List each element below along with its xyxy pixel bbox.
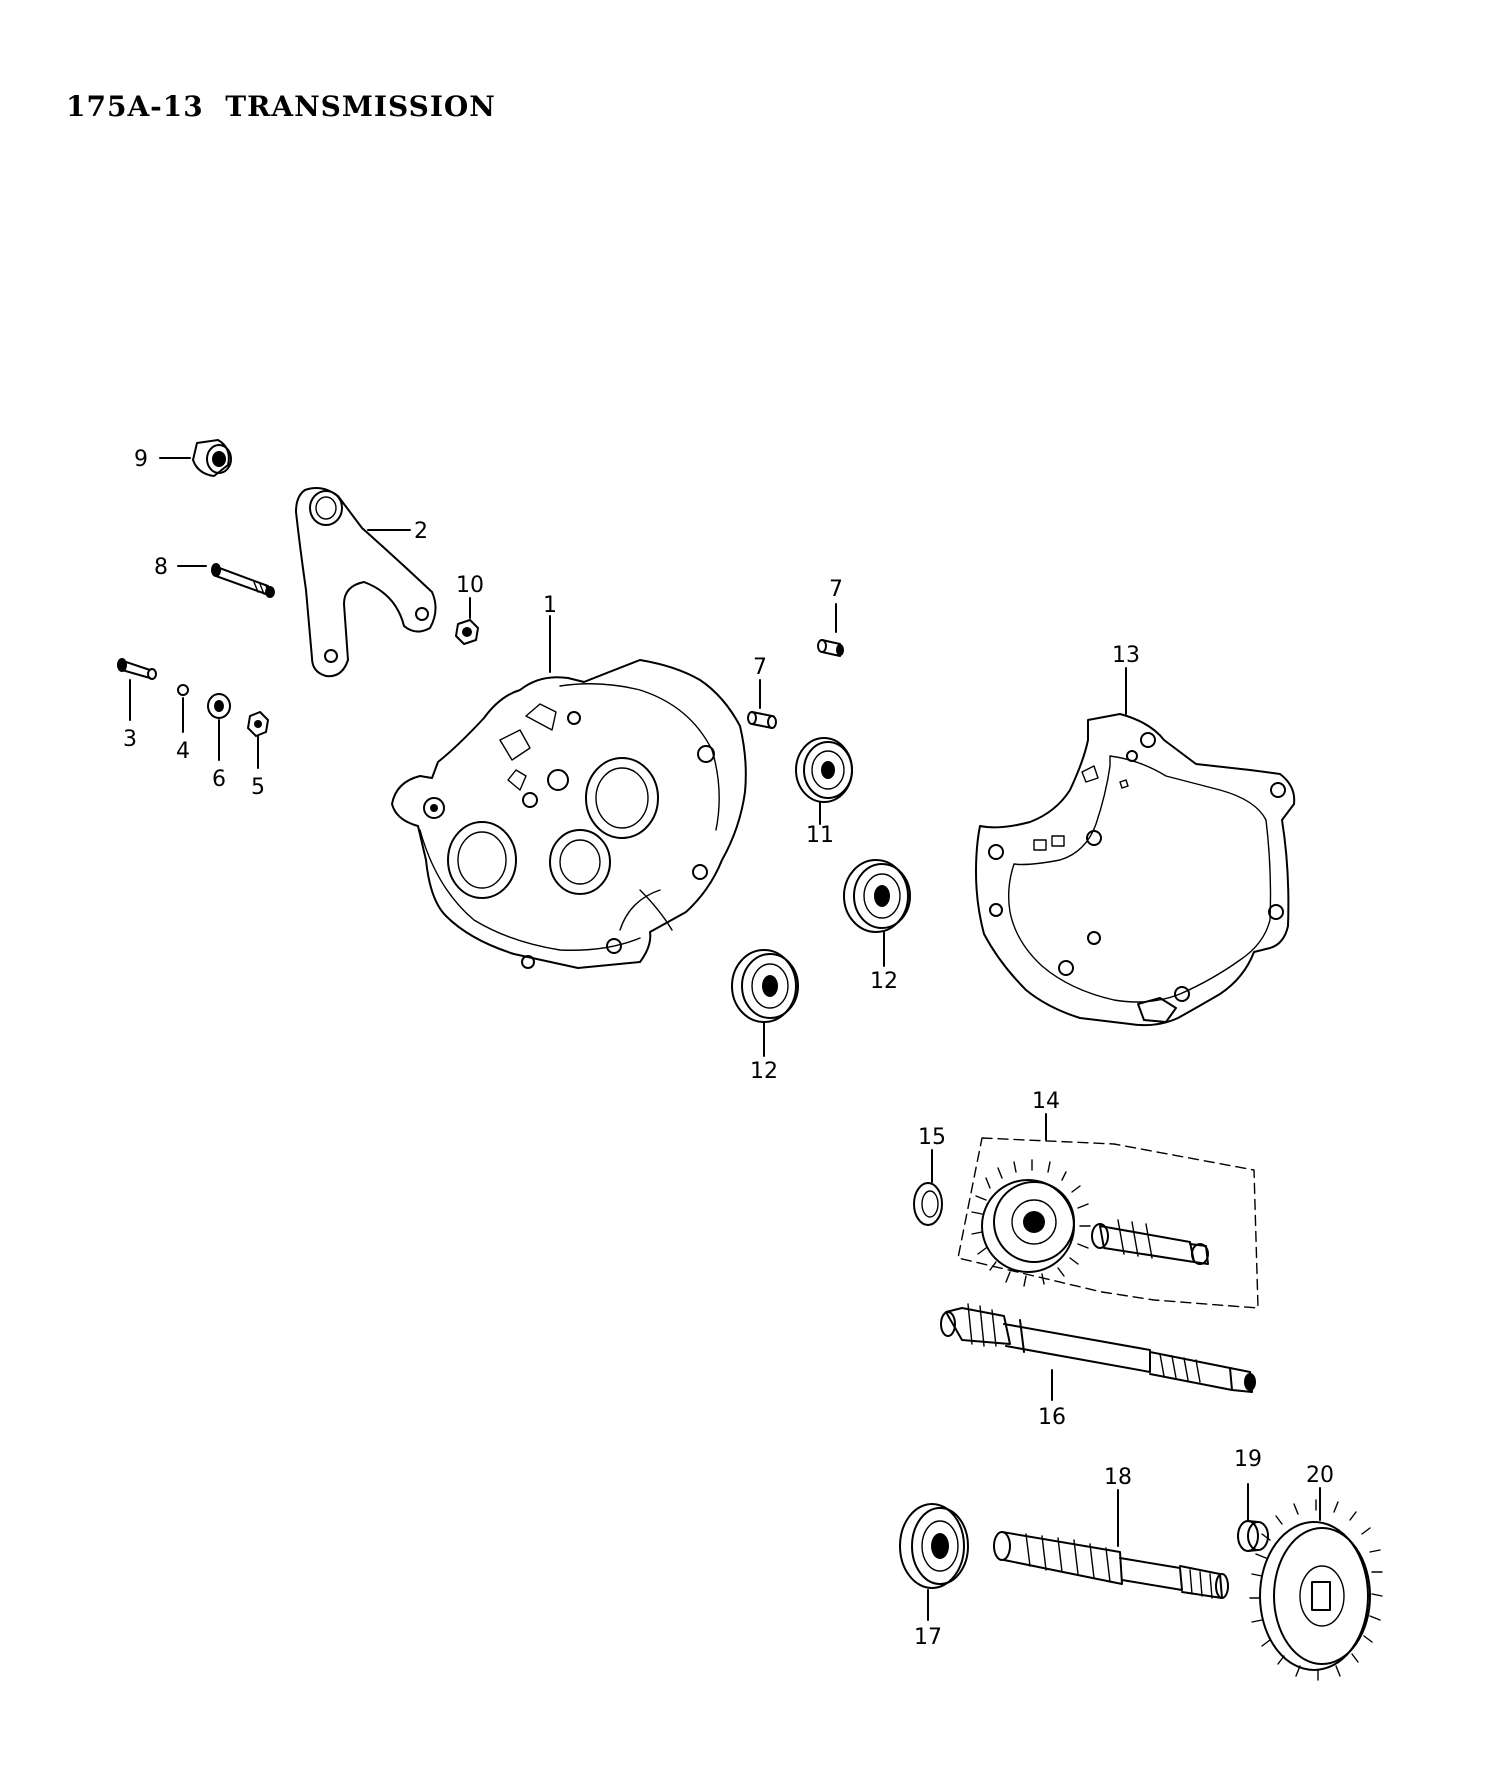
part-10-nut (455, 619, 479, 645)
part-6-washer (207, 693, 231, 719)
leader-lines (129, 457, 1321, 1621)
callout-6: 6 (212, 767, 226, 792)
part-2-release-fork (295, 487, 437, 678)
part-12-bearing-right (843, 859, 911, 933)
part-7-dowel-upper (817, 639, 844, 657)
callout-labels: 9 2 8 10 1 7 7 13 3 4 6 5 11 12 12 14 15… (123, 447, 1334, 1650)
part-17-bearing (899, 1503, 969, 1589)
callout-5: 5 (251, 775, 265, 800)
callout-11: 11 (806, 823, 834, 848)
part-3-bolt (117, 658, 157, 680)
part-19-spacer (1237, 1520, 1269, 1552)
callout-14: 14 (1032, 1089, 1060, 1114)
callout-12-right: 12 (870, 969, 898, 994)
callout-4: 4 (176, 739, 190, 764)
callout-2: 2 (414, 519, 428, 544)
callout-7-lower: 7 (753, 655, 767, 680)
part-13-gasket (975, 713, 1296, 1027)
callout-10: 10 (456, 573, 484, 598)
callout-9: 9 (134, 447, 148, 472)
part-16-input-shaft (940, 1303, 1256, 1393)
part-14-gear-assembly (957, 1137, 1259, 1309)
part-7-dowel-lower (747, 711, 777, 729)
part-11-bearing (795, 737, 853, 803)
part-12-bearing-left (731, 949, 799, 1023)
callout-15: 15 (918, 1125, 946, 1150)
callout-17: 17 (914, 1625, 942, 1650)
callout-1: 1 (543, 593, 557, 618)
part-9-bushing (192, 439, 232, 477)
part-5-nut (247, 711, 269, 737)
callout-18: 18 (1104, 1465, 1132, 1490)
callout-12-left: 12 (750, 1059, 778, 1084)
page-title: 175A-13 TRANSMISSION (66, 90, 496, 123)
part-20-gear (1249, 1499, 1383, 1681)
callout-8: 8 (154, 555, 168, 580)
callout-20: 20 (1306, 1463, 1334, 1488)
part-8-stud-bolt (211, 563, 275, 598)
callout-3: 3 (123, 727, 137, 752)
callout-19: 19 (1234, 1447, 1262, 1472)
callout-16: 16 (1038, 1405, 1066, 1430)
callout-7-upper: 7 (829, 577, 843, 602)
part-4-washer (177, 684, 189, 696)
part-1-clutch-housing (391, 659, 747, 969)
part-18-countershaft (993, 1531, 1229, 1599)
part-15-washer (913, 1182, 943, 1226)
callout-13: 13 (1112, 643, 1140, 668)
